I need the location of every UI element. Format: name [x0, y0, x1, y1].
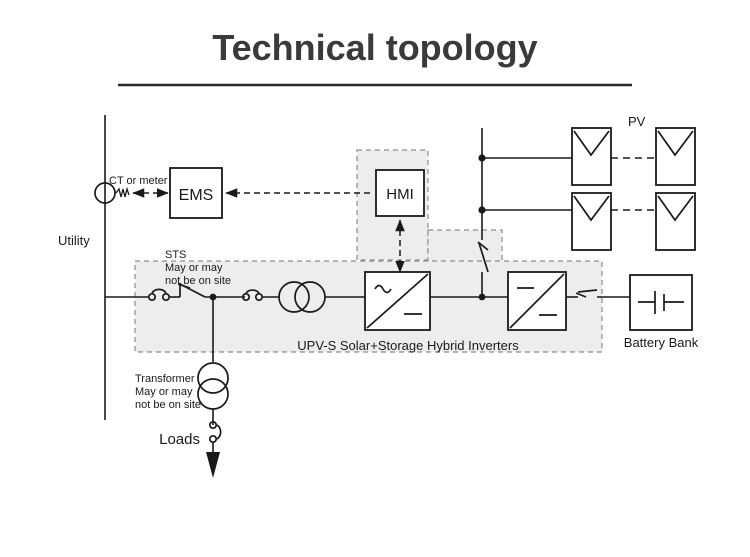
- fuse-link-1-arc-icon: [151, 288, 167, 294]
- transformer-label-line1: Transformer: [135, 373, 195, 385]
- pv-module-4-cell-icon: [657, 195, 694, 222]
- converter-diagonal-icon: [509, 273, 565, 329]
- sts-label-line1: STS: [165, 249, 186, 261]
- battery-switch-tip: [575, 292, 587, 298]
- utility-label: Utility: [58, 233, 90, 248]
- pv-module-1-cell-icon: [573, 130, 610, 157]
- load-switch-terminal-top: [208, 420, 218, 430]
- sts-label-line3: not be on site: [165, 275, 231, 287]
- inverter-caption: UPV-S Solar+Storage Hybrid Inverters: [297, 338, 519, 353]
- inverter-ac-sine-icon: [374, 284, 392, 294]
- ct-or-meter-label: CT or meter: [109, 175, 168, 187]
- fuse-link-2-arc-icon: [245, 289, 260, 294]
- sts-label-line2: May or may: [165, 262, 223, 274]
- inverter-diagonal-icon: [366, 273, 429, 329]
- page-title: Technical topology: [212, 27, 537, 68]
- transformer-label-line3: not be on site: [135, 399, 201, 411]
- transformer-label-line2: May or may: [135, 386, 193, 398]
- load-transformer-winding-secondary: [197, 378, 229, 410]
- loads-label: Loads: [159, 431, 200, 448]
- load-direction-arrow-icon: [206, 452, 220, 478]
- ct-coil-squiggle-icon: [115, 186, 130, 198]
- pv-label: PV: [628, 114, 646, 129]
- pv-module-3-cell-icon: [573, 195, 610, 222]
- current-transformer-icon: [94, 182, 116, 204]
- hmi-label: HMI: [386, 186, 414, 203]
- battery-switch-blade: [577, 289, 598, 293]
- load-switch-terminal-bottom: [208, 434, 218, 444]
- line-transformer-winding-primary: [278, 281, 310, 313]
- sts-breaker-blade: [179, 283, 206, 298]
- fuse-link-2-terminal-left: [241, 292, 251, 302]
- load-switch-arc-icon: [216, 424, 222, 440]
- pv-module-2-cell-icon: [657, 130, 694, 157]
- ems-label: EMS: [179, 187, 214, 204]
- dc-bus-dashed-region: [427, 229, 503, 263]
- fuse-link-1-terminal-left: [147, 292, 157, 302]
- pv-dc-switch-blade: [478, 242, 489, 273]
- hmi-box[interactable]: [375, 169, 425, 217]
- battery-bank-label: Battery Bank: [624, 335, 699, 350]
- load-transformer-winding-primary: [197, 362, 229, 394]
- ems-box[interactable]: [169, 167, 223, 219]
